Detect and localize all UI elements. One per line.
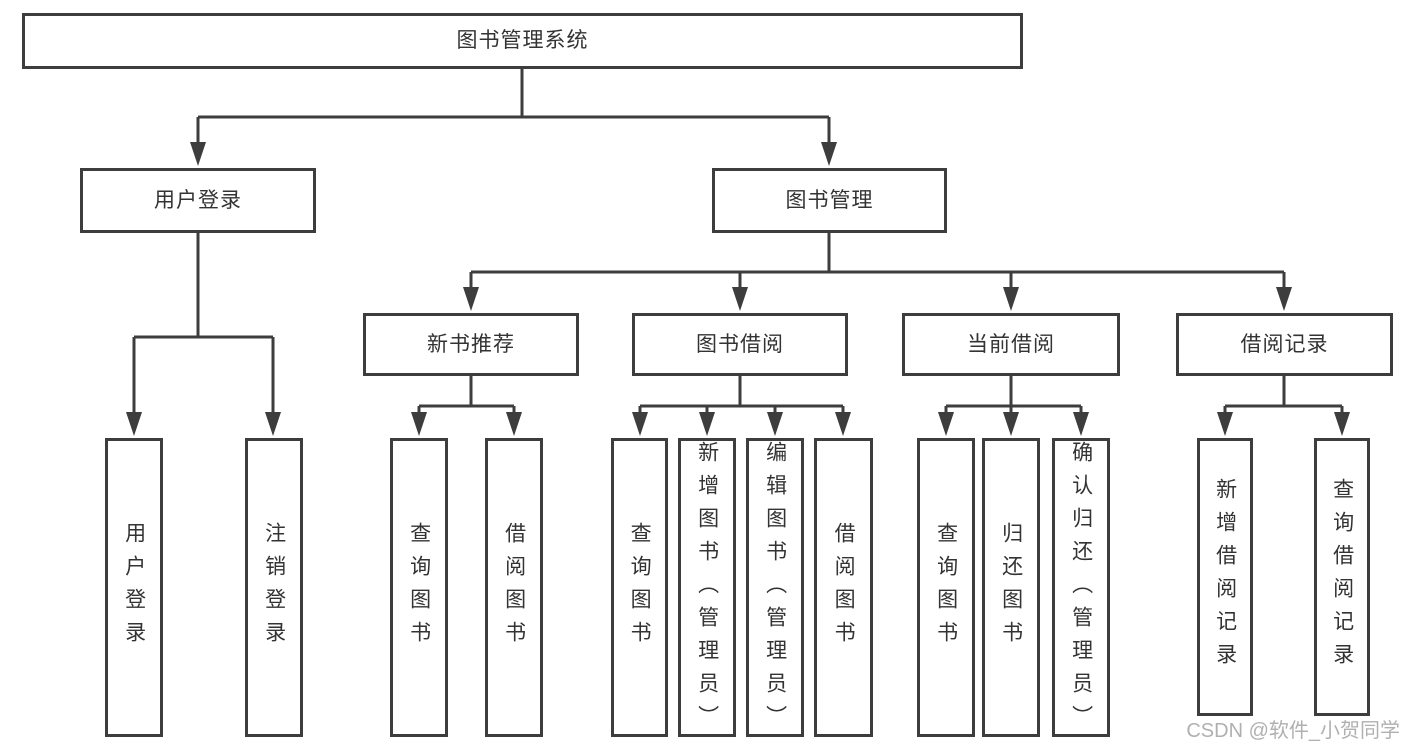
node-add-books-admin: 新增图书（管理员） [678, 438, 736, 738]
arrowhead [1334, 412, 1350, 436]
arrowhead [938, 412, 954, 436]
arrowhead [126, 412, 142, 436]
arrowhead [506, 412, 522, 436]
watermark-text: CSDN @软件_小贺同学 [1186, 720, 1400, 742]
node-edit-books-admin: 编辑图书（管理员） [746, 438, 804, 738]
node-borrow-books-recommend: 借阅图书 [485, 438, 543, 737]
arrowhead [835, 412, 851, 436]
arrowhead [632, 412, 648, 436]
node-user-login-leaf: 用户登录 [105, 438, 163, 737]
arrowhead [732, 287, 748, 311]
arrowhead [699, 412, 715, 436]
node-new-book-recommendation: 新书推荐 [363, 313, 579, 376]
node-borrowing-records: 借阅记录 [1176, 313, 1393, 376]
node-current-borrowing: 当前借阅 [902, 313, 1120, 376]
node-user-login-branch: 用户登录 [80, 168, 316, 233]
node-query-borrow-record: 查询借阅记录 [1314, 438, 1370, 716]
arrowhead [463, 287, 479, 311]
edge-root-to-level2 [196, 69, 831, 148]
node-confirm-return-admin: 确认归还（管理员） [1052, 438, 1110, 738]
edge-recommend-children [417, 376, 516, 418]
arrowhead [1276, 287, 1292, 311]
arrowhead [1073, 412, 1089, 436]
arrowhead [821, 142, 837, 166]
node-logout-leaf: 注销登录 [245, 438, 303, 737]
node-add-borrow-record: 新增借阅记录 [1197, 438, 1253, 716]
arrowheads [126, 142, 1350, 436]
node-query-books-borrowing: 查询图书 [611, 438, 668, 737]
node-book-management-branch: 图书管理 [712, 168, 947, 233]
edge-records-children [1223, 376, 1344, 418]
edge-book-management-children [469, 233, 1286, 293]
node-library-management-system: 图书管理系统 [22, 13, 1023, 69]
node-query-books-recommend: 查询图书 [390, 438, 448, 737]
node-return-books: 归还图书 [982, 438, 1040, 737]
arrowhead [265, 412, 281, 436]
arrowhead [767, 412, 783, 436]
edge-user-login-children [132, 233, 275, 418]
arrowhead [411, 412, 427, 436]
arrowhead [190, 142, 206, 166]
node-borrow-books-borrowing: 借阅图书 [814, 438, 873, 737]
arrowhead [1003, 287, 1019, 311]
node-query-books-current: 查询图书 [917, 438, 975, 737]
edge-borrowing-children [638, 375, 845, 418]
edge-current-children [944, 376, 1083, 418]
arrowhead [1003, 412, 1019, 436]
node-book-borrowing: 图书借阅 [632, 313, 848, 376]
arrowhead [1217, 412, 1233, 436]
